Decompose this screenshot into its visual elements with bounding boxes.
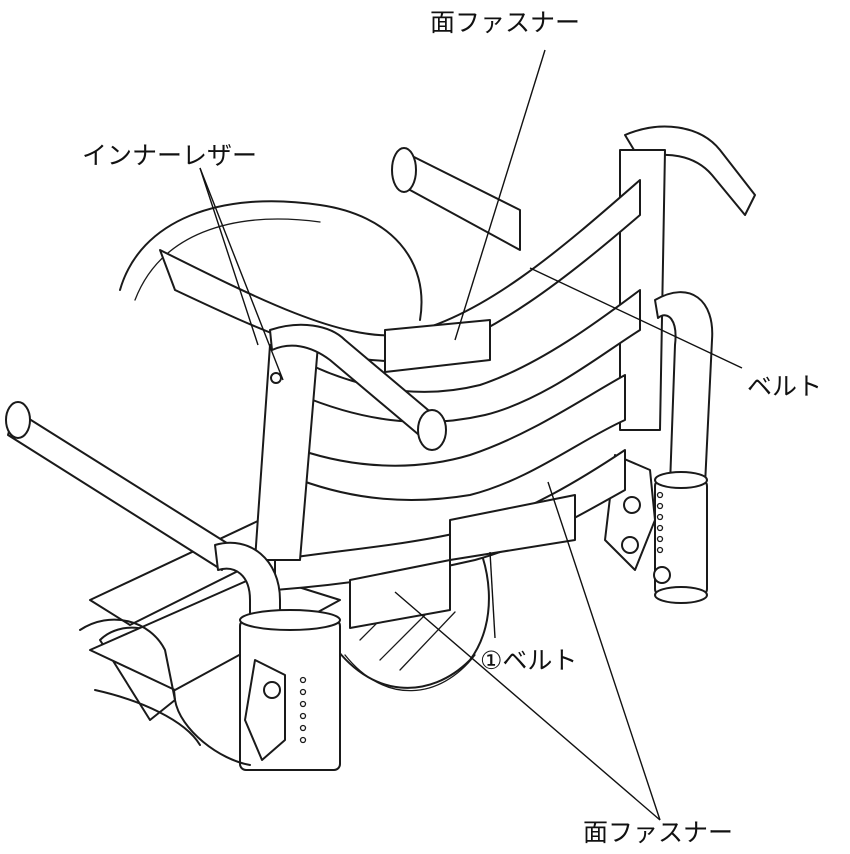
lower-adjustment-holes: [299, 676, 307, 744]
right-backrest-post: [604, 149, 714, 604]
label-belt: ベルト: [747, 372, 823, 401]
label-inner-leather: インナーレザー: [82, 141, 258, 170]
right-push-handle: [391, 125, 756, 251]
left-backrest-post: [254, 323, 447, 561]
label-belt-1: ①ベルト: [480, 646, 578, 675]
left-push-handle: [5, 401, 341, 771]
label-bottom-fastener: 面ファスナー: [583, 818, 734, 847]
hook-loop-pads: [349, 319, 576, 629]
label-top-fastener: 面ファスナー: [430, 8, 581, 37]
leader-lines: [199, 49, 743, 821]
adjustment-holes: [656, 491, 664, 554]
